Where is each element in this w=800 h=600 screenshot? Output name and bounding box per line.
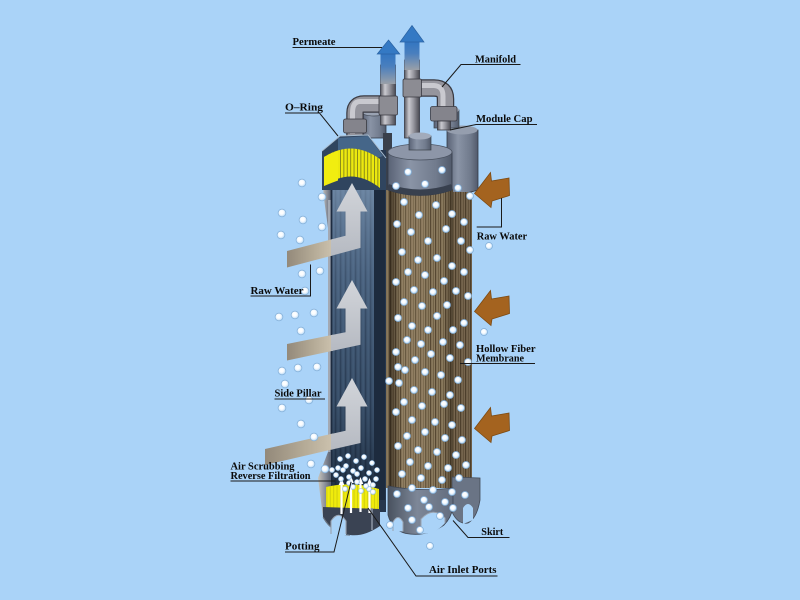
svg-text:Raw Water: Raw Water (477, 232, 528, 243)
svg-text:O–Ring: O–Ring (285, 103, 324, 114)
svg-text:Reverse Filtration: Reverse Filtration (231, 471, 311, 482)
svg-text:Hollow Fiber: Hollow Fiber (476, 344, 536, 355)
svg-text:Membrane: Membrane (476, 354, 524, 365)
svg-text:Air Scrubbing: Air Scrubbing (231, 462, 296, 473)
svg-text:Side Pillar: Side Pillar (275, 389, 322, 400)
svg-text:Skirt: Skirt (481, 527, 503, 538)
svg-text:Module Cap: Module Cap (476, 114, 533, 125)
svg-text:Raw Water: Raw Water (251, 286, 304, 297)
svg-text:Manifold: Manifold (475, 55, 516, 66)
svg-text:Potting: Potting (285, 542, 320, 553)
svg-text:Permeate: Permeate (293, 37, 336, 48)
svg-text:Air Inlet Ports: Air Inlet Ports (429, 565, 497, 576)
